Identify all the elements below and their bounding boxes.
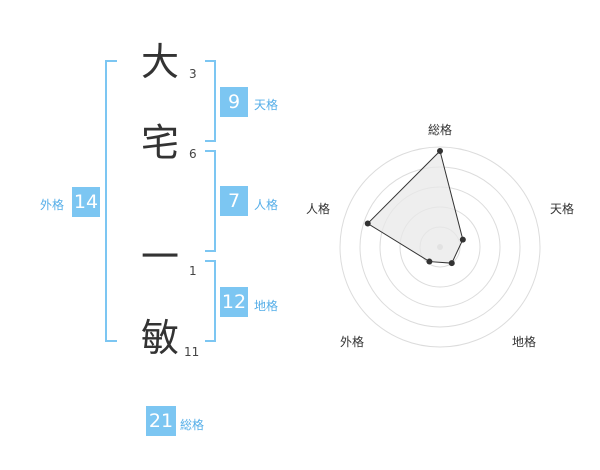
radar-label-soukaku: 総格 [428, 122, 452, 137]
jinkaku-badge: 7 [220, 186, 248, 216]
name-char-2: 宅 [140, 121, 179, 165]
soukaku-label: 総格 [180, 418, 205, 432]
radar-ring-5 [339, 146, 541, 348]
chikaku-label: 地格 [254, 299, 279, 313]
jinkaku-label: 人格 [254, 198, 279, 212]
radar-area [366, 150, 464, 264]
radar-label-jinkaku: 人格 [306, 201, 330, 216]
name-char-1: 大 [140, 40, 179, 84]
tenkaku-bracket [205, 60, 216, 142]
stroke-count-3: 1 [189, 264, 197, 278]
radar-point-4 [364, 220, 371, 227]
radar-label-gaikaku: 外格 [340, 334, 364, 349]
soukaku-badge: 21 [146, 406, 176, 436]
name-char-4: 敏 [140, 316, 179, 360]
tenkaku-badge: 9 [220, 87, 248, 117]
gaikaku-bracket [105, 60, 117, 342]
gaikaku-badge: 14 [72, 187, 100, 217]
stroke-count-2: 6 [189, 147, 197, 161]
radar-point-2 [448, 260, 455, 267]
radar-point-3 [426, 258, 433, 265]
name-char-3: 一 [140, 235, 179, 279]
radar-point-0 [437, 148, 443, 154]
radar-label-tenkaku: 天格 [550, 201, 574, 216]
stroke-count-1: 3 [189, 67, 197, 81]
radar-label-chikaku: 地格 [512, 334, 536, 349]
stroke-count-4: 11 [184, 345, 200, 359]
tenkaku-label: 天格 [254, 98, 279, 112]
radar-point-1 [459, 236, 466, 243]
chikaku-bracket [205, 260, 216, 342]
chikaku-badge: 12 [220, 287, 248, 317]
jinkaku-bracket [205, 150, 216, 252]
gaikaku-label: 外格 [40, 198, 65, 212]
